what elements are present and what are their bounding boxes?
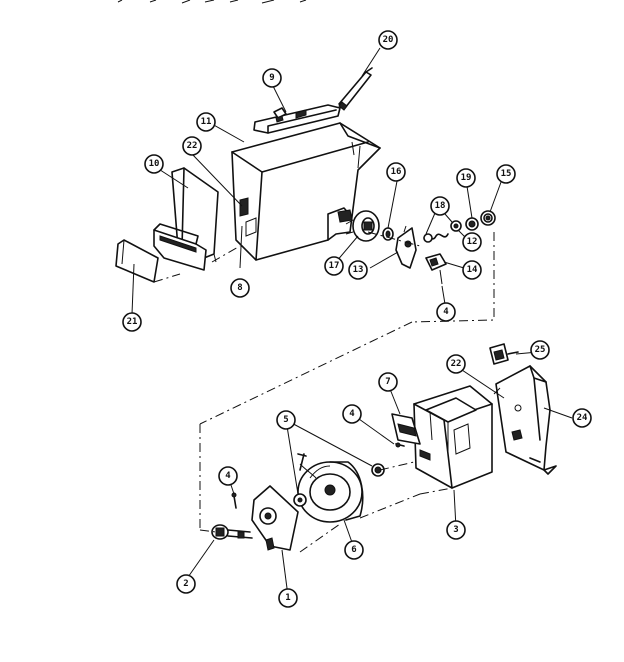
lower-assembly-guide (199, 387, 501, 553)
part-mounting-bracket (495, 365, 557, 475)
callout-12: 12 (462, 232, 482, 252)
callout-3-label: 3 (453, 525, 458, 535)
callout-13-label: 13 (353, 265, 364, 275)
part-nut-12 (450, 220, 462, 232)
part-cover-strip (253, 104, 341, 134)
callout-17: 17 (324, 256, 344, 276)
callout-11: 11 (196, 112, 216, 132)
callout-24: 24 (572, 408, 592, 428)
part-cam-lever (395, 225, 417, 269)
callout-10: 10 (144, 154, 164, 174)
callout-2-label: 2 (183, 579, 188, 589)
callout-5: 5 (276, 410, 296, 430)
callout-22-upper-label: 22 (187, 141, 198, 151)
callout-13: 13 (348, 260, 368, 280)
callout-11-label: 11 (201, 117, 212, 127)
callout-4-lower-label: 4 (225, 471, 231, 481)
callout-4-lower: 4 (218, 466, 238, 486)
callout-12-label: 12 (467, 237, 478, 247)
callout-4-middle-label: 4 (349, 409, 355, 419)
callout-17-label: 17 (329, 261, 340, 271)
part-ice-bucket (231, 122, 381, 261)
callout-7-label: 7 (385, 377, 390, 387)
callout-8-label: 8 (237, 283, 242, 293)
callout-20: 20 (378, 30, 398, 50)
part-screw-4b (395, 442, 405, 448)
callout-22-lower-label: 22 (451, 359, 462, 369)
callout-21-label: 21 (127, 317, 138, 327)
part-cover-plate (115, 239, 159, 283)
part-nut-5b (371, 463, 385, 477)
part-rod (338, 67, 373, 111)
callout-1-label: 1 (285, 593, 290, 603)
callout-24-label: 24 (577, 413, 588, 423)
callout-5-label: 5 (283, 415, 288, 425)
part-switch-14 (425, 253, 447, 285)
part-shaft-coupler (211, 524, 253, 540)
callout-22-upper: 22 (182, 136, 202, 156)
callout-16: 16 (386, 162, 406, 182)
part-housing (413, 385, 493, 489)
part-knob-25 (489, 343, 519, 365)
callout-10-label: 10 (149, 159, 160, 169)
callout-21: 21 (122, 312, 142, 332)
part-shelf-bracket (153, 167, 219, 271)
callout-19-label: 19 (461, 173, 472, 183)
callout-3: 3 (446, 520, 466, 540)
callout-20-label: 20 (383, 35, 394, 45)
part-mounting-plate (251, 485, 299, 551)
callout-14-label: 14 (467, 265, 478, 275)
part-bushing-15 (480, 210, 496, 226)
cropped-header-marks (117, 0, 307, 4)
callout-15: 15 (496, 164, 516, 184)
callout-8: 8 (230, 278, 250, 298)
callout-16-label: 16 (391, 167, 402, 177)
callout-18-label: 18 (435, 201, 446, 211)
callout-7: 7 (378, 372, 398, 392)
upper-assembly-guide (153, 231, 495, 425)
callout-2: 2 (176, 574, 196, 594)
part-nut-5a (293, 493, 307, 507)
part-motor (297, 453, 364, 523)
callout-18: 18 (430, 196, 450, 216)
callout-4-upper: 4 (436, 302, 456, 322)
part-screw-4c (231, 492, 237, 509)
callout-4-upper-label: 4 (443, 307, 449, 317)
callout-25: 25 (530, 340, 550, 360)
callout-1: 1 (278, 588, 298, 608)
part-gasket-strip (391, 413, 421, 445)
callout-15-label: 15 (501, 169, 512, 179)
callout-25-label: 25 (535, 345, 546, 355)
callout-19: 19 (456, 168, 476, 188)
part-spring-18 (423, 233, 449, 243)
callout-6: 6 (344, 540, 364, 560)
callout-22-lower: 22 (446, 354, 466, 374)
callout-14: 14 (462, 260, 482, 280)
part-nut-19 (465, 217, 479, 231)
callout-4-middle: 4 (342, 404, 362, 424)
callout-6-label: 6 (351, 545, 356, 555)
callout-9-label: 9 (269, 73, 274, 83)
callout-9: 9 (262, 68, 282, 88)
